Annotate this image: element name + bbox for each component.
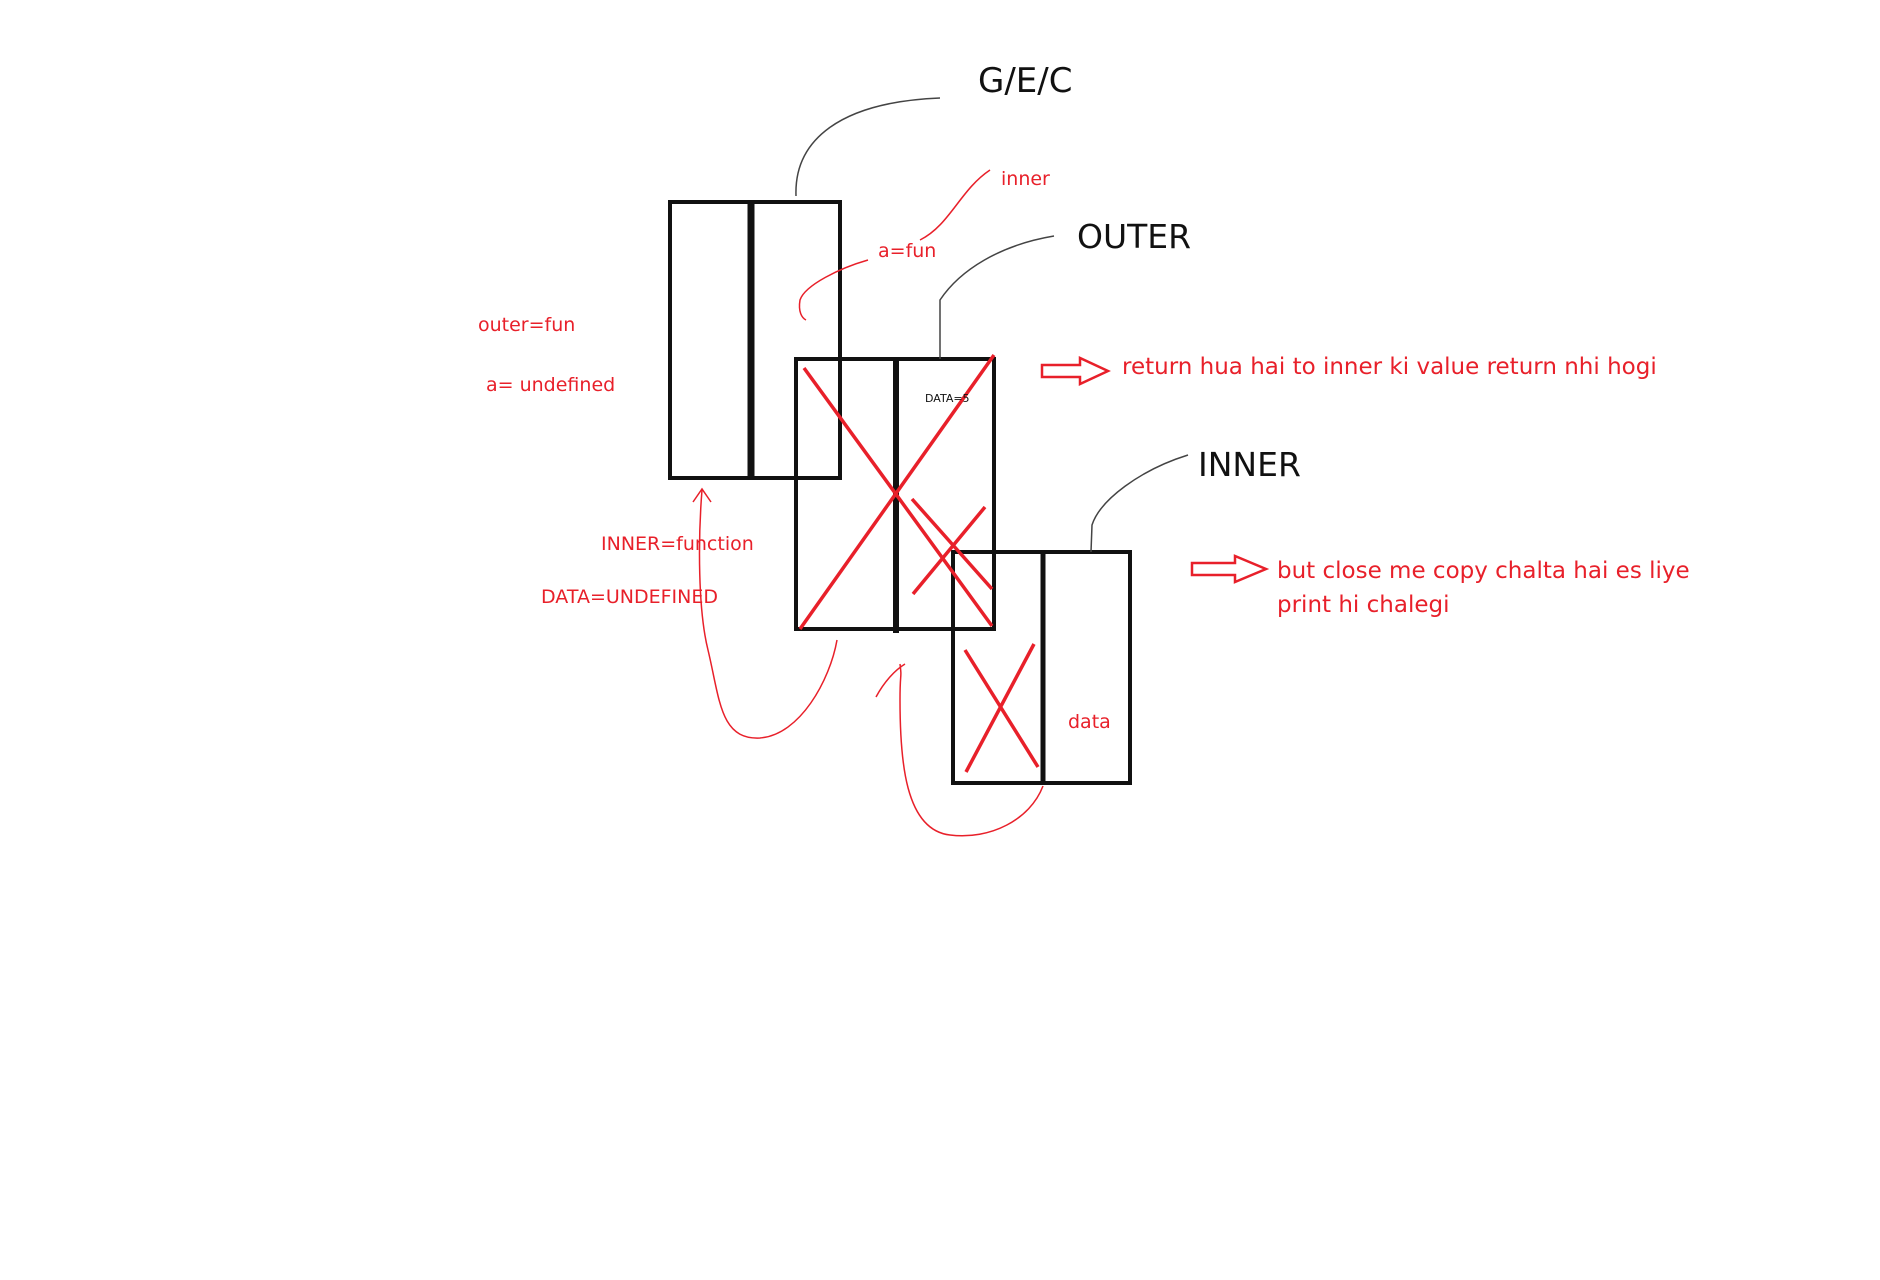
inner-label: INNER (1198, 445, 1301, 484)
closure-note-line-1: but close me copy chalta hai es liye (1277, 558, 1690, 584)
data-undefined-annotation: DATA=UNDEFINED (541, 586, 718, 608)
gec-connector (795, 97, 941, 197)
return-note: return hua hai to inner ki value return … (1122, 354, 1657, 380)
outer-label: OUTER (1077, 217, 1191, 256)
inner-annotation-curve (919, 169, 991, 241)
inner-to-outer-return-curve (899, 663, 1044, 837)
outer-cross-mark (798, 353, 996, 631)
afun-pointer-curve (798, 259, 869, 321)
inner-cross-mark (963, 643, 1040, 773)
inner-function-annotation: INNER=function (601, 533, 754, 555)
outer-small-cross-mark (910, 497, 994, 596)
outer-to-gec-return-curve (698, 489, 838, 739)
inner-connector (1090, 454, 1189, 553)
return-note-arrow-icon (1040, 356, 1111, 386)
gec-arrowhead (692, 487, 712, 503)
outer-connector (939, 235, 1055, 359)
data-annotation: data (1068, 711, 1111, 733)
a-fun-annotation: a=fun (878, 240, 936, 262)
outer-arrowhead (875, 663, 906, 698)
gec-context-box (668, 200, 842, 480)
data-5-annotation: DATA=5 (925, 392, 970, 405)
a-undefined-annotation: a= undefined (486, 374, 615, 396)
inner-annotation: inner (1001, 168, 1050, 190)
outer-fun-annotation: outer=fun (478, 314, 575, 336)
gec-label: G/E/C (978, 61, 1072, 101)
inner-context-box (951, 550, 1132, 785)
closure-note-arrow-icon (1190, 554, 1270, 584)
closure-note-line-2: print hi chalegi (1277, 592, 1449, 618)
